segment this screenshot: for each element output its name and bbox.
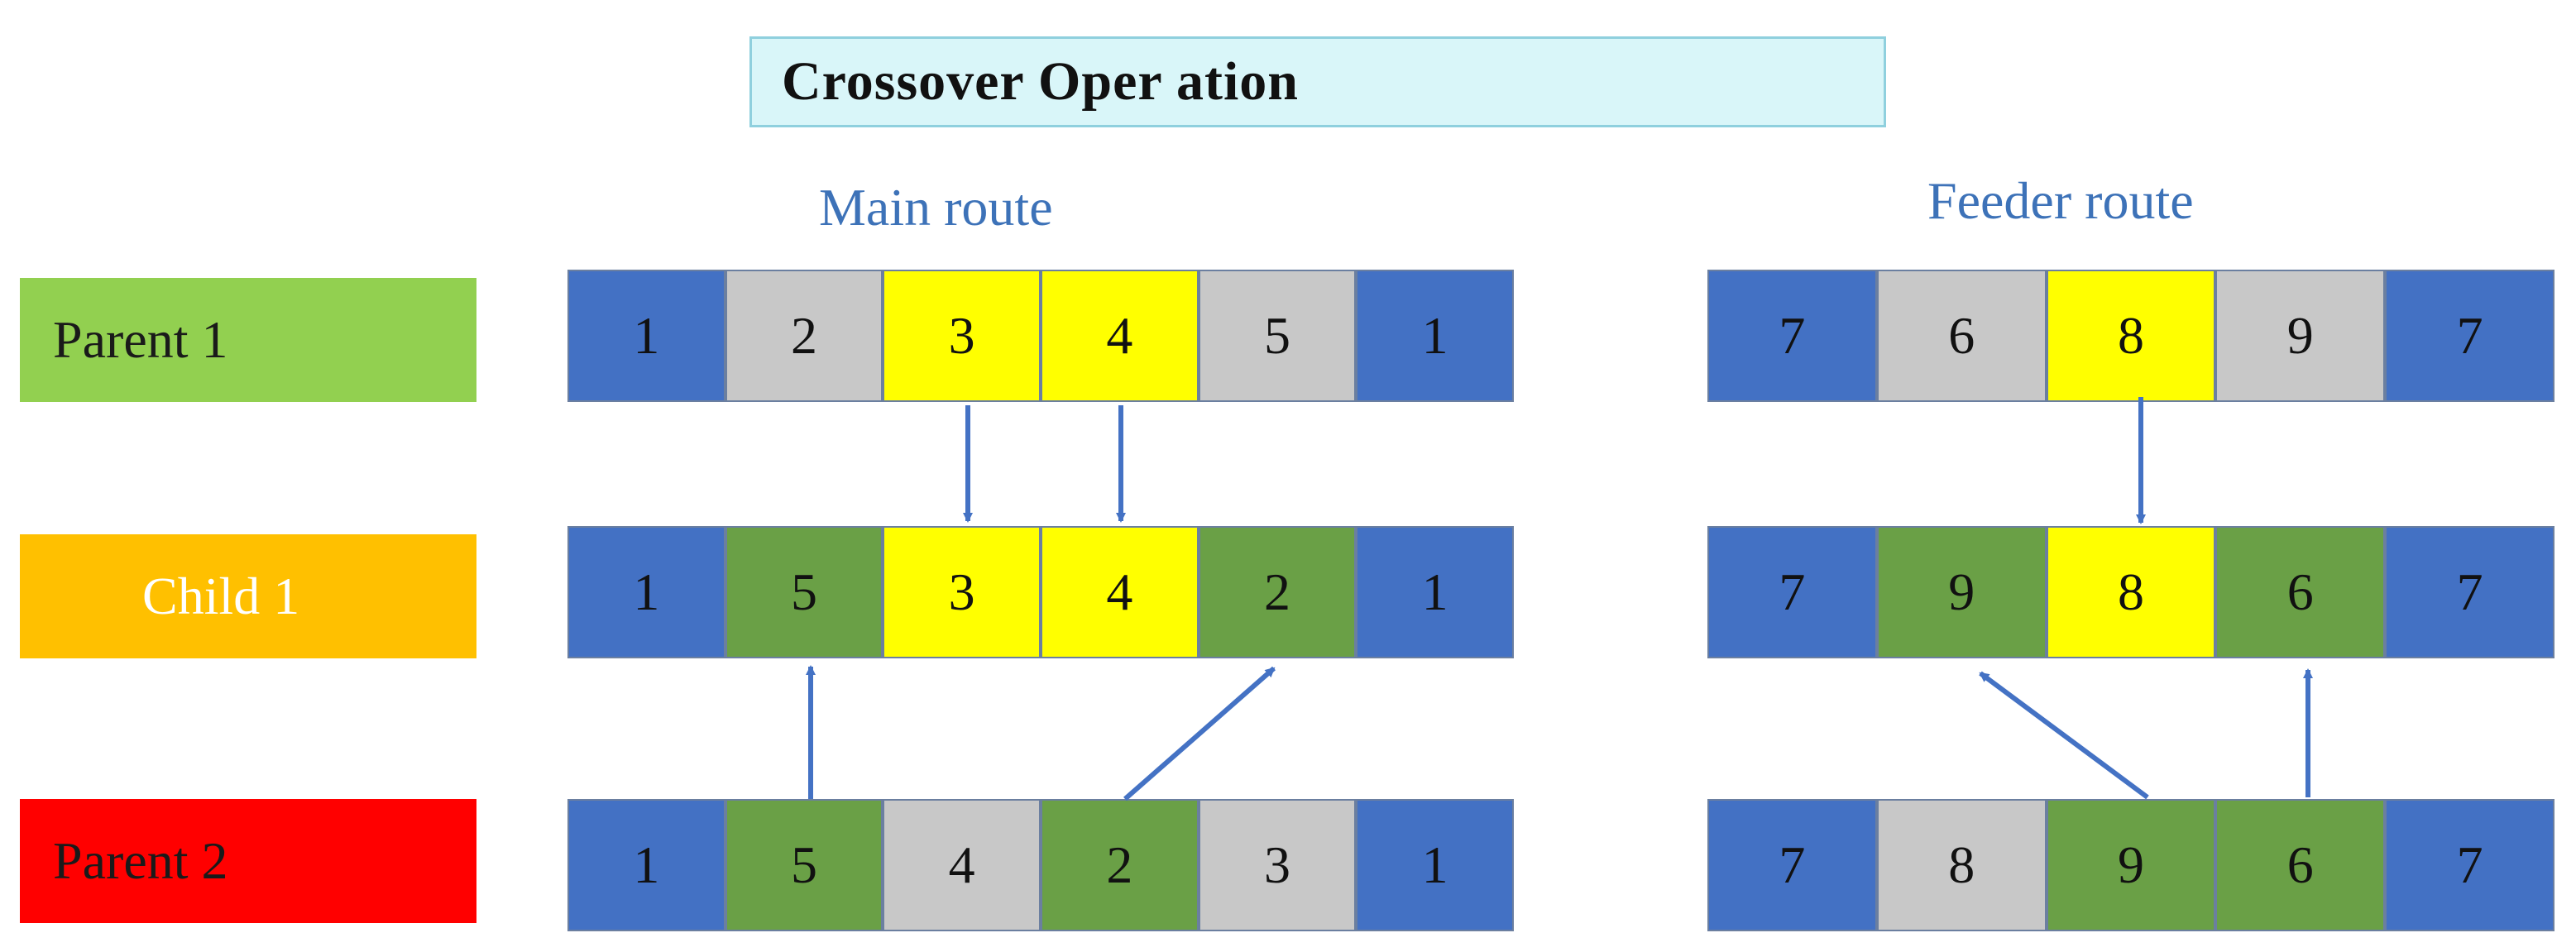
main-route-gene: 1: [567, 526, 725, 658]
feeder-route-gene: 9: [2215, 270, 2386, 402]
main-route-gene: 1: [1356, 526, 1514, 658]
main-route-gene: 2: [1041, 799, 1199, 931]
main-arrow-2-up: [1123, 666, 1276, 801]
main-route-gene: 1: [1356, 799, 1514, 931]
main-route-gene: 3: [883, 270, 1041, 402]
feeder-route-gene: 7: [2385, 270, 2554, 402]
main-route-gene: 4: [883, 799, 1041, 931]
feeder-route-gene: 9: [1876, 526, 2047, 658]
feeder-arrow-9-up: [1979, 671, 2149, 800]
feeder-route-gene: 9: [2046, 799, 2216, 931]
main-route-gene: 2: [725, 270, 883, 402]
main-route-gene: 5: [725, 526, 883, 658]
feeder-route-gene: 6: [2215, 799, 2386, 931]
feeder-route-gene: 7: [1707, 799, 1877, 931]
main-route-gene: 1: [1356, 270, 1514, 402]
feeder-route-gene: 8: [2046, 526, 2216, 658]
feeder-route-heading: Feeder route: [1927, 171, 2194, 230]
diagram-title: Crossover Oper ation: [749, 36, 1886, 127]
main-route-gene: 3: [1198, 799, 1357, 931]
row-label-parent-1: Parent 1: [20, 278, 476, 402]
main-route-gene: 1: [567, 799, 725, 931]
main-route-gene: 5: [1198, 270, 1357, 402]
row-label-child-1: Child 1: [20, 534, 476, 658]
main-route-gene: 4: [1041, 526, 1199, 658]
main-route-gene: 3: [883, 526, 1041, 658]
main-route-heading: Main route: [819, 178, 1053, 237]
feeder-route-gene: 7: [1707, 526, 1877, 658]
feeder-route-gene: 6: [1876, 270, 2047, 402]
main-route-gene: 4: [1041, 270, 1199, 402]
feeder-route-gene: 8: [1876, 799, 2047, 931]
row-label-parent-2: Parent 2: [20, 799, 476, 923]
feeder-route-gene: 7: [2385, 526, 2554, 658]
main-route-gene: 5: [725, 799, 883, 931]
main-route-gene: 1: [567, 270, 725, 402]
main-route-gene: 2: [1198, 526, 1357, 658]
feeder-route-gene: 7: [1707, 270, 1877, 402]
feeder-route-gene: 7: [2385, 799, 2554, 931]
feeder-route-gene: 8: [2046, 270, 2216, 402]
feeder-route-gene: 6: [2215, 526, 2386, 658]
